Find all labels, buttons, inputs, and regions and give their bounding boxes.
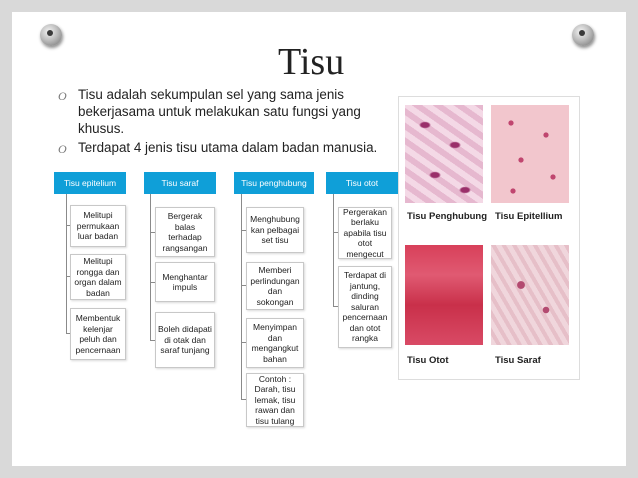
bullet-list: O Tisu adalah sekumpulan sel yang sama j… <box>58 86 398 158</box>
info-box: Melitupi permukaan luar badan <box>70 205 126 247</box>
connector <box>150 232 156 233</box>
connector <box>241 230 247 231</box>
bullet-mark: O <box>58 142 67 156</box>
connector <box>241 285 247 286</box>
connector <box>241 342 247 343</box>
bullet-mark: O <box>58 89 67 103</box>
epithelial-tissue-image <box>491 105 569 203</box>
caption-tisu-otot: Tisu Otot <box>407 355 449 366</box>
bullet-item: O Tisu adalah sekumpulan sel yang sama j… <box>58 86 398 137</box>
connector <box>66 276 72 277</box>
pin-top-right <box>572 24 594 46</box>
connector <box>66 194 67 334</box>
nerve-tissue-image <box>491 245 569 345</box>
info-box: Terdapat di jantung, dinding saluran pen… <box>338 266 392 348</box>
caption-tisu-saraf: Tisu Saraf <box>495 355 541 366</box>
connector <box>333 232 339 233</box>
connector <box>66 225 72 226</box>
tissue-photo-collage: Tisu Penghubung Tisu Epitellium Tisu Oto… <box>398 96 580 380</box>
header-tisu-otot: Tisu otot <box>326 172 398 194</box>
pin-top-left <box>40 24 62 46</box>
caption-tisu-penghubung: Tisu Penghubung <box>407 211 488 222</box>
connector <box>66 333 72 334</box>
connector <box>241 194 242 400</box>
info-box: Melitupi rongga dan organ dalam badan <box>70 254 126 300</box>
muscle-tissue-image <box>405 245 483 345</box>
connective-tissue-image <box>405 105 483 203</box>
header-tisu-epitelium: Tisu epitelium <box>54 172 126 194</box>
bullet-item: O Terdapat 4 jenis tisu utama dalam bada… <box>58 139 398 156</box>
info-box: Memberi perlindungan dan sokongan <box>246 262 304 310</box>
info-box: Pergerakan berlaku apabila tisu otot men… <box>338 207 392 259</box>
info-box: Boleh didapati di otak dan saraf tunjang <box>155 312 215 368</box>
bullet-text: Tisu adalah sekumpulan sel yang sama jen… <box>78 87 361 136</box>
header-tisu-penghubung: Tisu penghubung <box>234 172 314 194</box>
info-box: Bergerak balas terhadap rangsangan <box>155 207 215 257</box>
connector <box>150 194 151 340</box>
connector <box>241 399 247 400</box>
caption-tisu-epitellium: Tisu Epitellium <box>495 211 563 222</box>
connector <box>333 306 339 307</box>
info-box: Menghubung kan pelbagai set tisu <box>246 207 304 253</box>
info-box: Membentuk kelenjar peluh dan pencernaan <box>70 308 126 360</box>
connector <box>150 340 156 341</box>
connector <box>333 194 334 306</box>
bullet-text: Terdapat 4 jenis tisu utama dalam badan … <box>78 140 378 155</box>
connector <box>150 282 156 283</box>
header-tisu-saraf: Tisu saraf <box>144 172 216 194</box>
info-box: Menyimpan dan mengangkut bahan <box>246 318 304 368</box>
info-box: Contoh : Darah, tisu lemak, tisu rawan d… <box>246 373 304 427</box>
info-box: Menghantar impuls <box>155 262 215 302</box>
slide-title: Tisu <box>278 41 345 83</box>
